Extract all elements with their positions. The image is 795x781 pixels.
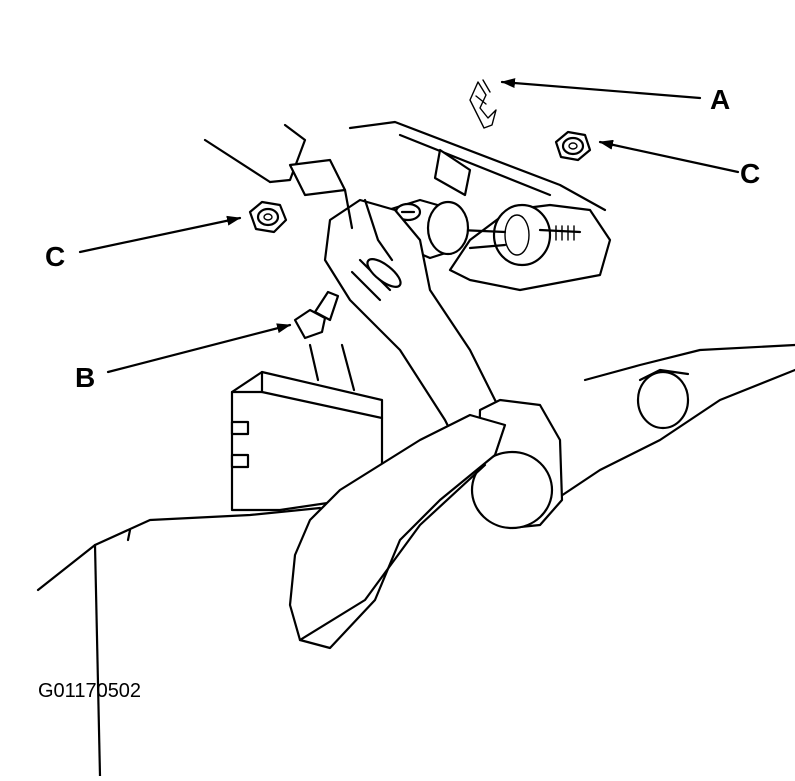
nut-part-c-left — [248, 200, 288, 234]
bolt-part-b — [293, 290, 340, 340]
clip-part-a — [469, 79, 497, 129]
callout-label-c-right: C — [740, 158, 761, 189]
nut-part-c-right — [554, 130, 592, 162]
pedal-bracket — [203, 120, 607, 212]
callout-label-c-left: C — [45, 241, 66, 272]
master-cylinder — [448, 203, 612, 292]
right-boss — [636, 368, 690, 430]
figure-code: G01170502 — [38, 680, 142, 702]
junction-box — [230, 343, 384, 512]
pedal-pad — [288, 413, 507, 650]
callout-arrows — [78, 78, 740, 374]
floor-panel — [36, 343, 795, 778]
callout-label-a: A — [710, 84, 731, 115]
callout-label-b: B — [75, 362, 96, 393]
